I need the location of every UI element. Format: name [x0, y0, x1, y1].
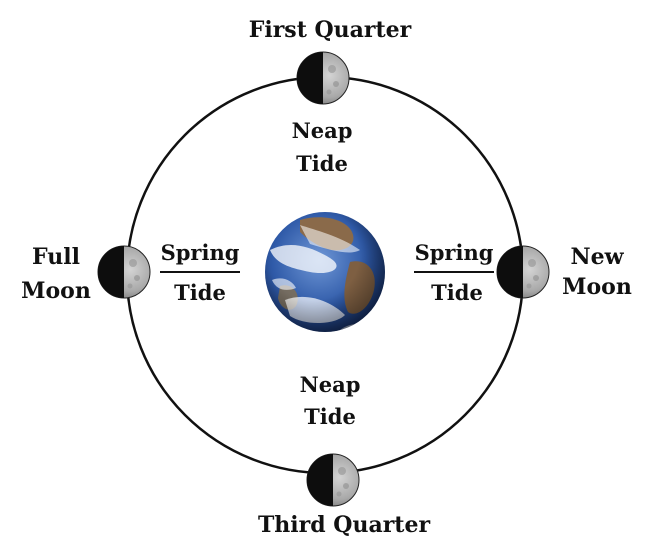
- moon-icon-first-quarter: [296, 51, 350, 105]
- label-spring-tide-right-line1: Spring: [415, 240, 494, 265]
- moon-icon-new-moon: [496, 245, 550, 299]
- label-third-quarter: Third Quarter: [258, 512, 431, 538]
- moon-icon-third-quarter: [306, 453, 360, 507]
- label-neap-tide-bottom-line2: Tide: [304, 404, 356, 429]
- label-first-quarter: First Quarter: [249, 17, 412, 43]
- label-full-moon-line2: Moon: [21, 278, 91, 304]
- label-spring-tide-left-line2: Tide: [174, 280, 226, 305]
- moon-icon-full-moon: [97, 245, 151, 299]
- label-spring-tide-right-line2: Tide: [431, 280, 483, 305]
- label-new-moon-line2: Moon: [562, 274, 632, 300]
- earth-icon: [265, 212, 385, 332]
- label-new-moon-line1: New: [570, 244, 624, 270]
- label-full-moon-line1: Full: [32, 244, 80, 270]
- label-neap-tide-bottom-line1: Neap: [300, 372, 361, 397]
- label-neap-tide-top-line1: Neap: [292, 118, 353, 143]
- label-spring-tide-left-line1: Spring: [161, 240, 240, 265]
- label-neap-tide-top-line2: Tide: [296, 151, 348, 176]
